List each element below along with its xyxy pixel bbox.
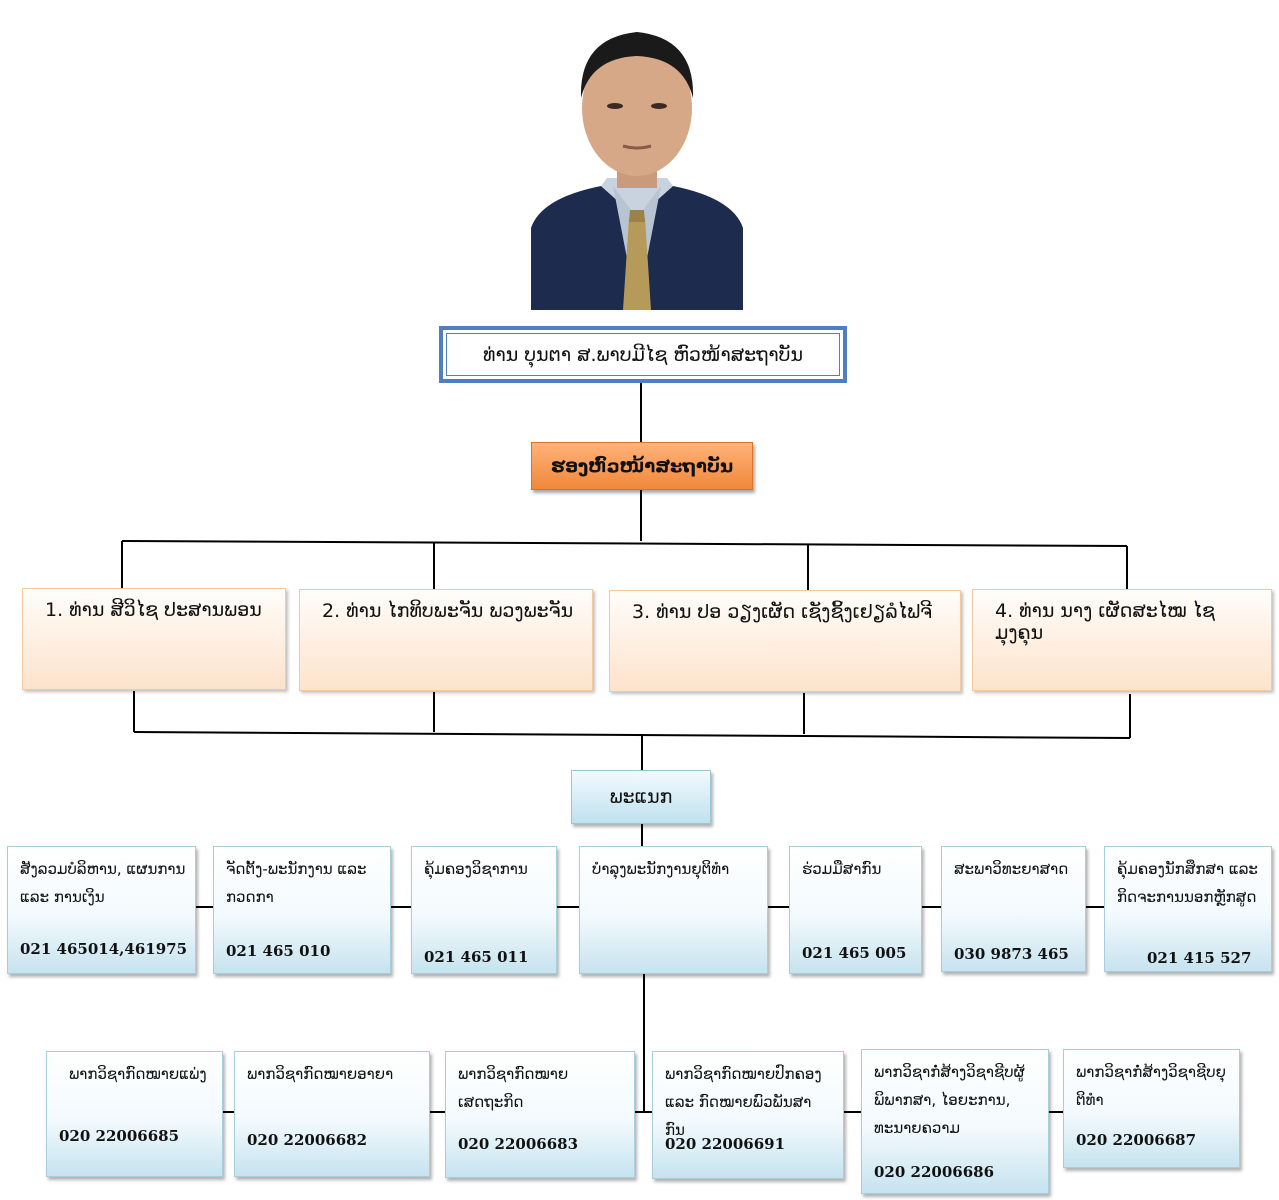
department-box: ຈັດຕັ້ງ-ພະນັກງານ ແລະ ກວດກາ 021 465 010 xyxy=(213,846,391,974)
deputy-person-1: 1. ທ່ານ ສີວິໄຊ ປະສານພອນ xyxy=(22,588,286,690)
faculty-box: ພາກວິຊາກົດໝາຍປົກຄອງ ແລະ ກົດໝາຍພົວພັນສາ ກ… xyxy=(652,1051,844,1179)
faculty-name: ພາກວິຊາກົດໝາຍເສດຖະກິດ xyxy=(458,1065,569,1111)
faculty-name: ພາກວິຊາກໍ່ສ້າງວິຊາຊີບຍຸຕິທໍາ xyxy=(1076,1063,1226,1109)
faculty-phone: 020 22006686 xyxy=(874,1163,995,1181)
department-name: ຮ່ວມມືສາກົນ xyxy=(802,860,882,878)
department-name: ຈັດຕັ້ງ-ພະນັກງານ ແລະ ກວດກາ xyxy=(226,860,367,906)
faculty-box: ພາກວິຊາກໍ່ສ້າງວິຊາຊີບຍຸຕິທໍາ 020 2200668… xyxy=(1063,1049,1240,1168)
director-box: ທ່ານ ບຸນຕາ ສ.ພາບມີໄຊ ຫົວໜ້າສະຖາບັນ xyxy=(439,326,847,383)
faculty-name: ພາກວິຊາກົດໝາຍອາຍາ xyxy=(247,1065,394,1083)
department-name: ຄຸ້ມຄອງນັກສຶກສາ ແລະ ກິດຈະການນອກຫຼັກສູດ xyxy=(1117,860,1258,906)
faculty-box: ພາກວິຊາກົດໝາຍເສດຖະກິດ 020 22006683 xyxy=(445,1051,635,1178)
faculty-phone: 020 22006687 xyxy=(1076,1131,1197,1149)
department-phone: 021 465 005 xyxy=(802,944,907,962)
department-box: ຄຸ້ມຄອງວິຊາການ 021 465 011 xyxy=(411,846,557,974)
deputy-person-label: 1. ທ່ານ ສີວິໄຊ ປະສານພອນ xyxy=(45,599,262,621)
deputy-person-2: 2. ທ່ານ ໄກທິບພະຈັນ ພວງພະຈັນ xyxy=(299,589,593,691)
department-phone: 030 9873 465 xyxy=(954,945,1069,963)
departments-header: ພະແນກ xyxy=(571,770,711,824)
department-phone: 021 415 527 xyxy=(1147,949,1252,967)
department-phone: 021 465 010 xyxy=(226,942,331,960)
department-name: ບໍາລຸງພະນັກງານຍຸຕິທໍາ xyxy=(592,860,730,878)
faculty-box: ພາກວິຊາກົດໝາຍອາຍາ 020 22006682 xyxy=(234,1051,430,1177)
faculty-phone: 020 22006685 xyxy=(59,1127,180,1145)
department-name: ສະພາວິທະຍາສາດ xyxy=(954,860,1069,878)
faculty-phone: 020 22006683 xyxy=(458,1135,579,1153)
director-portrait xyxy=(531,18,743,310)
deputy-person-4: 4. ທ່ານ ນາງ ເຜັດສະໄໝ ໄຊມຸງຄຸນ xyxy=(972,589,1272,691)
faculty-phone: 020 22006682 xyxy=(247,1131,368,1149)
faculty-name: ພາກວິຊາກົດໝາຍແພ່ງ xyxy=(69,1065,207,1083)
department-box: ບໍາລຸງພະນັກງານຍຸຕິທໍາ xyxy=(579,846,768,974)
deputy-person-3: 3. ທ່ານ ປອ ວຽງເຜັດ ເຊັງຊິ້ງເຢຽລໍໄຟຈີ xyxy=(609,590,961,692)
faculty-name: ພາກວິຊາກໍ່ສ້າງວິຊາຊີບຜູ້ພິພາກສາ, ໄອຍະການ… xyxy=(874,1063,1025,1137)
deputy-person-label: 2. ທ່ານ ໄກທິບພະຈັນ ພວງພະຈັນ xyxy=(322,600,574,622)
department-box: ສັງລວມບໍລິຫານ, ແຜນການ ແລະ ການເງິນ 021 46… xyxy=(7,846,196,974)
deputy-person-label: 3. ທ່ານ ປອ ວຽງເຜັດ ເຊັງຊິ້ງເຢຽລໍໄຟຈີ xyxy=(632,601,933,623)
department-box: ຮ່ວມມືສາກົນ 021 465 005 xyxy=(789,846,922,974)
department-box: ສະພາວິທະຍາສາດ 030 9873 465 xyxy=(941,846,1086,972)
faculty-box: ພາກວິຊາກໍ່ສ້າງວິຊາຊີບຜູ້ພິພາກສາ, ໄອຍະການ… xyxy=(861,1049,1049,1194)
department-name: ສັງລວມບໍລິຫານ, ແຜນການ ແລະ ການເງິນ xyxy=(20,860,186,906)
deputy-director-box: ຮອງຫົວໜ້າສະຖາບັນ xyxy=(531,442,753,490)
department-name: ຄຸ້ມຄອງວິຊາການ xyxy=(424,860,528,878)
faculty-box: ພາກວິຊາກົດໝາຍແພ່ງ 020 22006685 xyxy=(46,1051,223,1177)
faculty-name: ພາກວິຊາກົດໝາຍປົກຄອງ ແລະ ກົດໝາຍພົວພັນສາ ກ… xyxy=(665,1065,822,1139)
department-phone: 021 465014,461975 xyxy=(20,940,187,958)
portrait-image xyxy=(531,32,743,310)
director-label: ທ່ານ ບຸນຕາ ສ.ພາບມີໄຊ ຫົວໜ້າສະຖາບັນ xyxy=(446,333,840,376)
department-box: ຄຸ້ມຄອງນັກສຶກສາ ແລະ ກິດຈະການນອກຫຼັກສູດ 0… xyxy=(1104,846,1272,972)
faculty-phone: 020 22006691 xyxy=(665,1135,786,1153)
department-phone: 021 465 011 xyxy=(424,948,529,966)
deputy-person-label: 4. ທ່ານ ນາງ ເຜັດສະໄໝ ໄຊມຸງຄຸນ xyxy=(995,600,1215,644)
